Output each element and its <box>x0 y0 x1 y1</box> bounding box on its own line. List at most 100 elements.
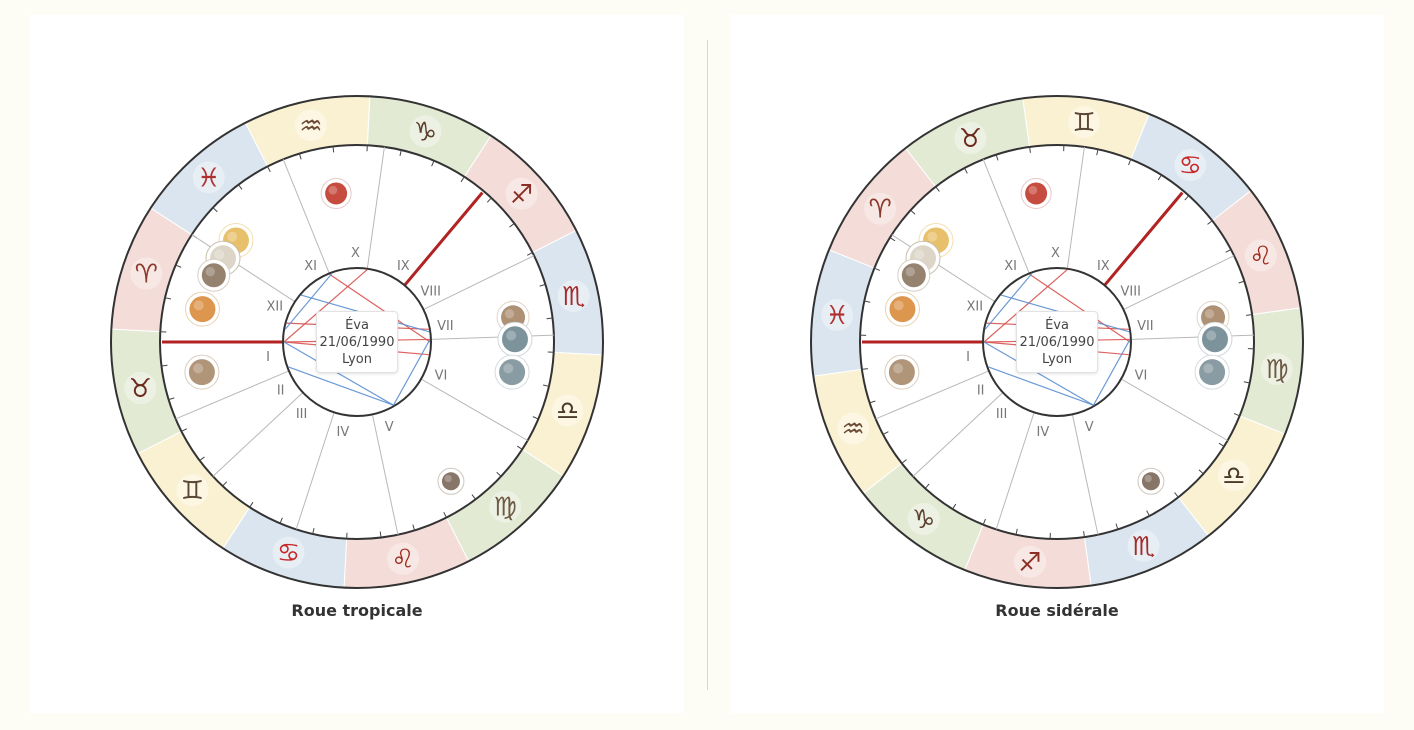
degree-tick <box>1015 528 1018 535</box>
house-numeral: VI <box>1135 368 1148 383</box>
cancer-icon: ♋ <box>277 539 300 569</box>
degree-tick <box>982 518 986 525</box>
house-numeral: I <box>266 350 270 365</box>
gemini-icon: ♊ <box>1072 108 1095 138</box>
aspect-line <box>1029 273 1131 343</box>
axis-line <box>1103 191 1184 287</box>
birth-date: 21/06/1990 <box>1019 334 1095 350</box>
birth-date: 21/06/1990 <box>319 334 395 350</box>
degree-tick <box>379 531 382 538</box>
degree-tick <box>168 397 175 401</box>
degree-tick <box>298 153 302 160</box>
pisces-icon-bg <box>821 299 854 332</box>
degree-tick <box>175 264 182 268</box>
degree-tick <box>1115 523 1119 530</box>
aspect-line <box>329 273 431 343</box>
birth-place: Lyon <box>342 351 372 367</box>
tropical-caption: Roue tropicale <box>291 601 423 620</box>
sidereal-caption: Roue sidérale <box>995 601 1119 620</box>
taurus-icon-bg <box>954 122 987 155</box>
degree-tick <box>952 503 957 510</box>
degree-tick <box>443 511 447 518</box>
scorpio-icon: ♏ <box>1132 532 1155 562</box>
degree-tick <box>486 197 492 203</box>
panel-divider <box>707 40 708 690</box>
taurus-icon: ♉ <box>959 124 982 154</box>
degree-tick <box>532 416 539 420</box>
degree-tick <box>889 237 896 242</box>
axis-line <box>403 191 484 287</box>
degree-tick <box>1146 510 1150 517</box>
degree-tick <box>509 223 515 228</box>
degree-tick <box>874 267 881 271</box>
outer-ring <box>110 95 604 589</box>
house-numeral: I <box>966 350 970 365</box>
house-cusp-line <box>995 412 1035 530</box>
sagittarius-icon-bg <box>1014 545 1047 578</box>
neptune-icon <box>497 321 533 357</box>
house-cusp-line <box>1130 334 1254 340</box>
mars-icon <box>320 177 352 209</box>
degree-tick <box>964 167 968 174</box>
house-numeral: III <box>296 407 308 422</box>
virgo-icon: ♍ <box>1265 355 1288 385</box>
degree-tick <box>1174 492 1179 498</box>
degree-tick <box>496 471 502 477</box>
degree-tick <box>161 364 168 367</box>
saturn-icon <box>884 354 920 390</box>
aries-icon-bg <box>130 257 163 290</box>
libra-icon: ♎ <box>1222 461 1245 491</box>
venus-icon <box>494 354 530 390</box>
leo-icon-bg <box>387 542 420 575</box>
degree-tick <box>1096 149 1099 156</box>
scorpio-icon-bg <box>1127 529 1160 562</box>
gemini-icon-bg <box>176 474 209 507</box>
house-cusp-line <box>420 378 528 441</box>
degree-tick <box>267 166 271 173</box>
house-numeral: VII <box>1137 319 1154 334</box>
neptune-icon <box>1197 321 1233 357</box>
degree-tick <box>1238 280 1245 284</box>
degree-tick <box>332 146 335 153</box>
cancer-icon-bg <box>272 536 305 569</box>
aspect-line <box>983 341 1094 406</box>
degree-tick <box>1184 195 1190 201</box>
degree-tick <box>1225 249 1232 253</box>
degree-tick <box>164 297 172 300</box>
house-cusp-line <box>366 146 385 269</box>
aspect-line <box>288 366 394 406</box>
house-numeral: VIII <box>1121 284 1141 299</box>
house-numeral: IX <box>1097 259 1110 274</box>
degree-tick <box>212 207 218 213</box>
degree-tick <box>546 317 553 320</box>
house-numeral: X <box>351 246 360 261</box>
leo-icon: ♌ <box>1249 241 1272 271</box>
house-cusp-line <box>212 392 304 477</box>
degree-tick <box>471 494 476 500</box>
capricorn-icon-bg <box>409 115 442 148</box>
birth-info-card: Éva 21/06/1990 Lyon <box>316 311 398 373</box>
capricorn-icon-bg <box>907 502 940 535</box>
aspect-line <box>1092 339 1131 406</box>
degree-tick <box>1157 174 1162 181</box>
cancer-icon-bg <box>1174 149 1207 182</box>
degree-tick <box>935 186 940 192</box>
degree-tick <box>864 300 871 303</box>
scorpio-icon-bg <box>557 279 590 312</box>
degree-tick <box>861 368 868 370</box>
libra-icon: ♎ <box>556 396 579 426</box>
aquarius-icon: ♒ <box>841 415 864 445</box>
degree-tick <box>1243 381 1250 384</box>
house-numeral: XII <box>966 299 983 314</box>
house-numeral: V <box>385 420 394 435</box>
degree-tick <box>869 400 876 404</box>
degree-tick <box>910 209 916 215</box>
degree-tick <box>412 524 416 531</box>
taurus-icon-bg <box>124 372 157 405</box>
sagittarius-icon: ♐ <box>510 180 533 210</box>
house-numeral: VII <box>437 319 454 334</box>
degree-tick <box>249 501 254 508</box>
birth-info-card: Éva 21/06/1990 Lyon <box>1016 311 1098 373</box>
sun-icon <box>884 291 920 327</box>
